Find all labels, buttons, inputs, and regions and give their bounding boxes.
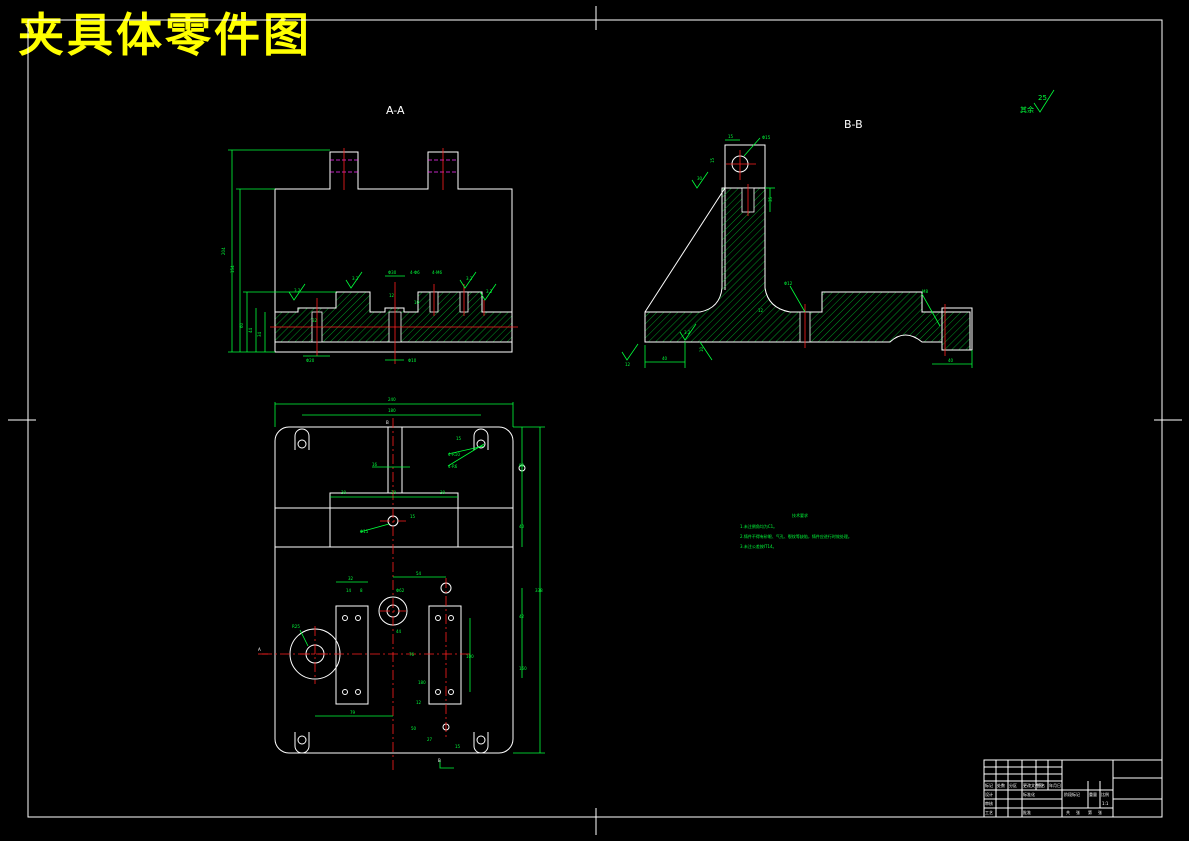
dim-bb-15: 15 xyxy=(728,134,734,139)
dim-plan-12: 12 xyxy=(416,700,422,705)
tb-c13: 工艺 xyxy=(985,810,993,815)
dim-aa-154: 154 xyxy=(230,265,235,273)
title-block: 标记 处数 分区 更改文件号 签名 年月日 设计 标准化 阶段标记 重量 比例 … xyxy=(983,759,1163,818)
rough-aa-2: 3.2 xyxy=(294,288,301,293)
dim-bb-r12: 12 xyxy=(758,308,764,313)
dim-plan-d15: 15 xyxy=(410,514,416,519)
notes-line-3: 3.未注公差按IT14。 xyxy=(740,543,777,549)
tb-c4: 更改文件号 xyxy=(1023,782,1043,788)
dim-plan-76: 76 xyxy=(409,652,415,657)
dim-plan-15b: 15 xyxy=(455,744,461,749)
dim-plan-phi15: Φ15 xyxy=(360,529,369,534)
dim-aa-4-phi6: 4-Φ6 xyxy=(410,270,420,275)
dim-plan-54: 54 xyxy=(416,571,422,576)
dim-plan-44: 44 xyxy=(396,629,402,634)
tb-c6: 年月日 xyxy=(1049,782,1061,788)
dim-plan-50: 50 xyxy=(411,726,417,731)
dim-plan-30a: 30 xyxy=(341,490,347,495)
section-label-bb: B-B xyxy=(844,118,863,131)
dim-aa-phi10: Φ10 xyxy=(408,358,417,363)
dim-bb-15v: 15 xyxy=(710,157,715,163)
rough-bb-30: 30 xyxy=(697,176,703,181)
dim-plan-15: 15 xyxy=(456,436,462,441)
roughness-rest-note: 其余 25 xyxy=(1020,89,1055,114)
technical-notes: 技术要求 1.未注倒角均为C1。 2.铸件不得有砂眼、气孔、裂纹等缺陷，铸件应进… xyxy=(740,512,852,549)
rough-bb-12: 12 xyxy=(625,362,631,367)
dim-aa-32: 32 xyxy=(312,318,318,323)
dim-bb-m8: M8 xyxy=(922,289,928,294)
tb-c8: 标准化 xyxy=(1023,791,1035,797)
cut-mark-b-top: B xyxy=(386,420,389,425)
dim-plan-8: 8 xyxy=(360,588,363,593)
dim-plan-phi62: Φ62 xyxy=(396,588,405,593)
dim-aa-phi20: Φ20 xyxy=(306,358,315,363)
dim-plan-40: 40 xyxy=(519,524,525,529)
section-label-aa: A-A xyxy=(386,104,405,117)
rough-bb-32: 3.2 xyxy=(684,330,691,335)
dim-aa-44: 44 xyxy=(248,327,253,333)
sheet-frame xyxy=(8,6,1182,835)
dim-plan-4-r10: 4-R10 xyxy=(448,452,460,457)
dim-bb-phi15: Φ15 xyxy=(762,135,771,140)
dim-plan-79: 79 xyxy=(350,710,356,715)
tb-c3: 分区 xyxy=(1009,782,1017,788)
dim-aa-10: 10 xyxy=(414,300,420,305)
tb-c12: 审核 xyxy=(985,800,993,806)
tb-c18: 张 xyxy=(1098,809,1102,815)
tb-c14: 批准 xyxy=(1023,809,1031,815)
dim-bb-10: 10 xyxy=(699,346,704,352)
dim-aa-60: 60 xyxy=(239,322,244,328)
dim-plan-240: 240 xyxy=(388,397,396,402)
dim-aa-34: 34 xyxy=(257,331,262,337)
notes-line-1: 1.未注倒角均为C1。 xyxy=(740,523,777,529)
tb-c9: 阶段标记 xyxy=(1064,791,1080,797)
tb-c15: 共 xyxy=(1066,809,1070,815)
dim-plan-32: 32 xyxy=(348,576,354,581)
dim-plan-14: 14 xyxy=(346,588,352,593)
dim-aa-204: 204 xyxy=(221,247,226,255)
plan-view[interactable]: 240 180 15 4-R10 4-R6 16 30 20 30 15 Φ15… xyxy=(258,397,545,772)
roughness-rest-value: 25 xyxy=(1038,94,1047,102)
dim-bb-phi12: Φ12 xyxy=(784,281,793,286)
notes-line-2: 2.铸件不得有砂眼、气孔、裂纹等缺陷，铸件应进行时效处理。 xyxy=(740,533,852,539)
tb-c19: 1:1 xyxy=(1102,801,1109,806)
tb-c16: 张 xyxy=(1076,809,1080,815)
notes-heading: 技术要求 xyxy=(792,512,808,518)
tb-c11: 比例 xyxy=(1101,791,1109,797)
dim-aa-12: 12 xyxy=(389,293,395,298)
dim-plan-30b: 30 xyxy=(440,490,446,495)
cut-mark-a: A xyxy=(258,647,261,652)
tb-c7: 设计 xyxy=(985,791,993,797)
dim-plan-16: 16 xyxy=(372,462,378,467)
tb-c2: 处数 xyxy=(997,782,1005,788)
dim-bb-40a: 40 xyxy=(662,356,668,361)
dim-aa-phi30: Φ30 xyxy=(388,270,397,275)
dim-plan-20: 20 xyxy=(391,490,397,495)
tb-c10: 重量 xyxy=(1089,791,1097,797)
dim-plan-42: 42 xyxy=(519,614,525,619)
section-view-aa[interactable]: A-A 204 154 60 44 xyxy=(221,104,518,364)
dim-plan-80: 80 xyxy=(519,463,525,468)
rough-aa-1: 3.2 xyxy=(352,276,359,281)
dim-plan-27: 27 xyxy=(427,737,433,742)
rough-aa-4: 3.2 xyxy=(486,289,493,294)
dim-plan-180: 180 xyxy=(388,408,396,413)
dim-plan-338: 338 xyxy=(535,588,543,593)
tb-c17: 第 xyxy=(1088,809,1092,815)
dim-plan-160: 160 xyxy=(519,666,527,671)
dim-aa-4-m6: 4-M6 xyxy=(432,270,442,275)
cut-mark-b-bottom: B xyxy=(438,758,441,763)
dim-plan-100: 100 xyxy=(466,654,474,659)
section-view-bb[interactable]: B-B 15 Φ15 15 30 35 Φ12 M8 xyxy=(621,118,973,368)
dim-plan-r25: R25 xyxy=(292,624,300,629)
tb-c1: 标记 xyxy=(985,782,993,788)
dim-plan-4-r6: 4-R6 xyxy=(448,464,458,469)
roughness-rest-label: 其余 xyxy=(1020,105,1034,114)
dim-bb-35: 35 xyxy=(768,196,773,202)
tb-c5: 签名 xyxy=(1037,782,1045,788)
dim-bb-40b: 40 xyxy=(948,358,954,363)
rough-aa-3: 3.2 xyxy=(466,276,473,281)
dim-plan-180v: 180 xyxy=(418,680,426,685)
